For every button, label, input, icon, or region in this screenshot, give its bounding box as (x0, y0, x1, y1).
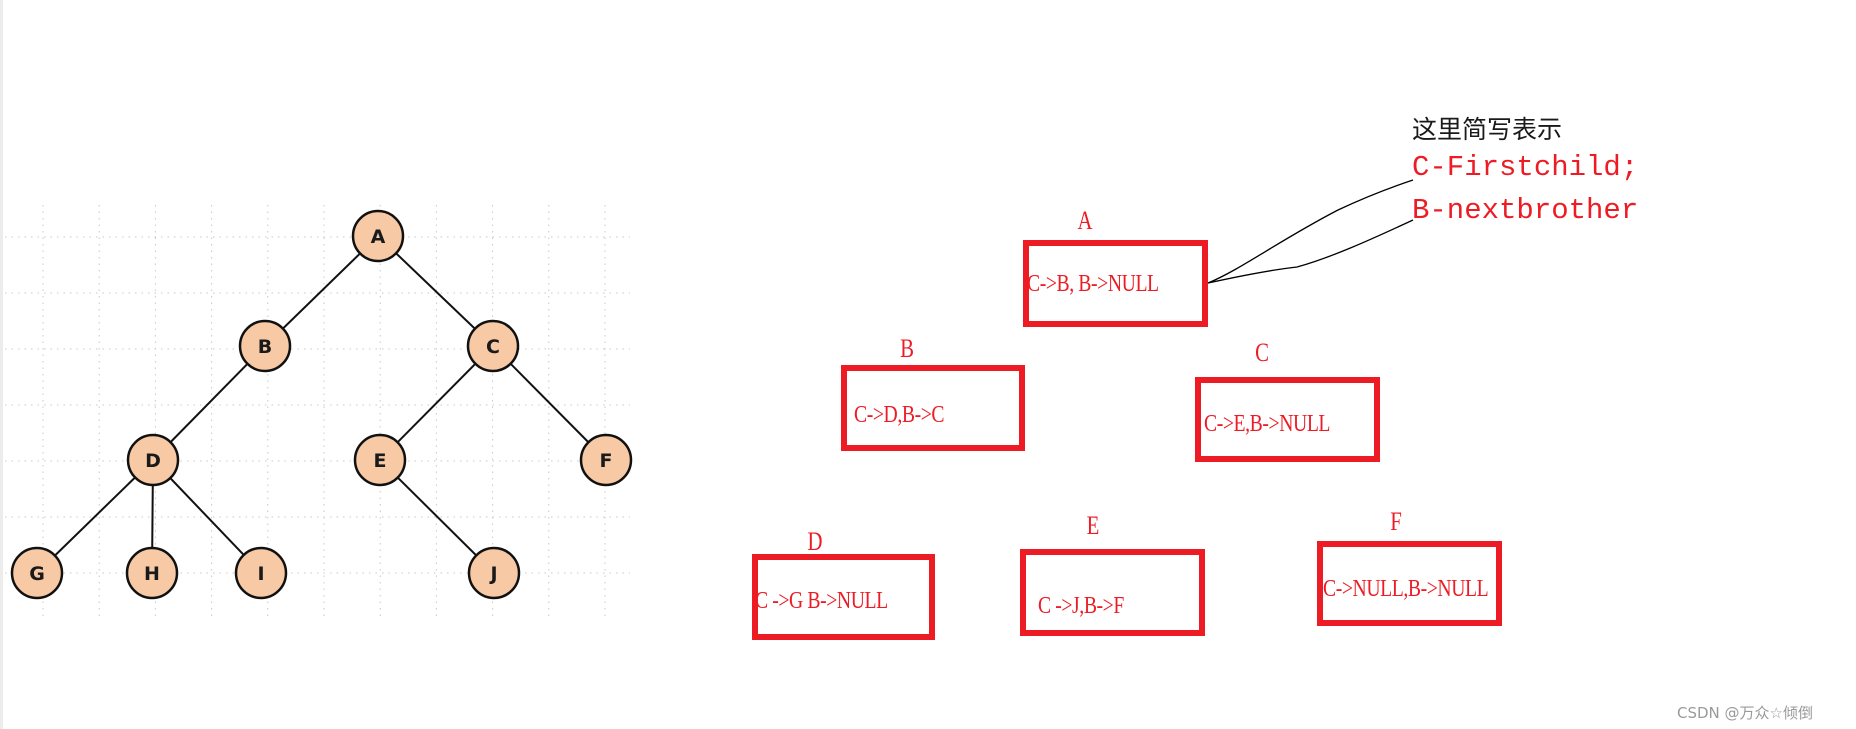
dotted-grid (5, 205, 630, 620)
box-text-e: C ->J,B->F (1038, 593, 1124, 619)
node-box-b (841, 365, 1025, 451)
legend-firstchild: C-Firstchild; (1412, 151, 1639, 184)
box-label-f: F (1390, 507, 1402, 536)
box-label-e: E (1086, 511, 1100, 540)
legend-nextbrother: B-nextbrother (1412, 194, 1639, 227)
node-box-d (752, 554, 935, 640)
node-box-f (1317, 541, 1502, 626)
svg-text:I: I (257, 563, 264, 585)
box-label-b: B (900, 334, 914, 363)
tree-edge-B-D (152, 345, 266, 461)
svg-text:F: F (600, 450, 613, 472)
legend-title: 这里简写表示 (1412, 115, 1563, 144)
svg-text:E: E (374, 450, 387, 472)
page-left-border (0, 0, 3, 729)
svg-text:G: G (29, 563, 45, 585)
tree-node-b: B (238, 319, 292, 373)
node-box-a (1023, 240, 1208, 327)
tree-edge-D-G (36, 459, 154, 574)
box-text-c: C->E,B->NULL (1204, 411, 1331, 437)
tree-node-j: J (467, 546, 521, 600)
node-box-c (1195, 377, 1380, 462)
tree-edge-C-F (492, 345, 607, 461)
tree-edge-A-C (377, 235, 494, 347)
tree-edge-E-J (379, 459, 495, 574)
svg-text:H: H (144, 563, 160, 585)
svg-text:D: D (145, 450, 161, 472)
tree-node-c: C (466, 319, 520, 373)
tree-nodes: A B C D E F G H I J (10, 209, 633, 600)
tree-node-d: D (126, 433, 180, 487)
box-text-f: C->NULL,B->NULL (1323, 576, 1489, 602)
box-label-d: D (807, 527, 823, 556)
connector-nextbrother-line (1207, 219, 1414, 284)
svg-text:B: B (258, 336, 272, 358)
svg-text:A: A (371, 226, 386, 248)
tree-edge-A-B (264, 235, 379, 347)
tree-node-h: H (125, 546, 179, 600)
box-label-c: C (1255, 338, 1269, 367)
box-text-d: C ->G B->NULL (755, 588, 888, 614)
box-label-a: A (1077, 206, 1093, 235)
watermark: CSDN @万众☆倾倒 (1677, 704, 1813, 722)
tree-node-g: G (10, 546, 64, 600)
box-text-b: C->D,B->C (854, 402, 945, 428)
tree-node-f: F (579, 433, 633, 487)
svg-text:C: C (486, 336, 500, 358)
tree-node-i: I (234, 546, 288, 600)
svg-text:J: J (488, 563, 497, 585)
tree-node-a: A (351, 209, 405, 263)
node-box-e (1020, 549, 1205, 636)
box-text-a: C->B, B->NULL (1027, 271, 1159, 297)
tree-edge-C-E (379, 345, 494, 461)
connector-firstchild-line (1207, 179, 1414, 284)
tree-node-e: E (353, 433, 407, 487)
